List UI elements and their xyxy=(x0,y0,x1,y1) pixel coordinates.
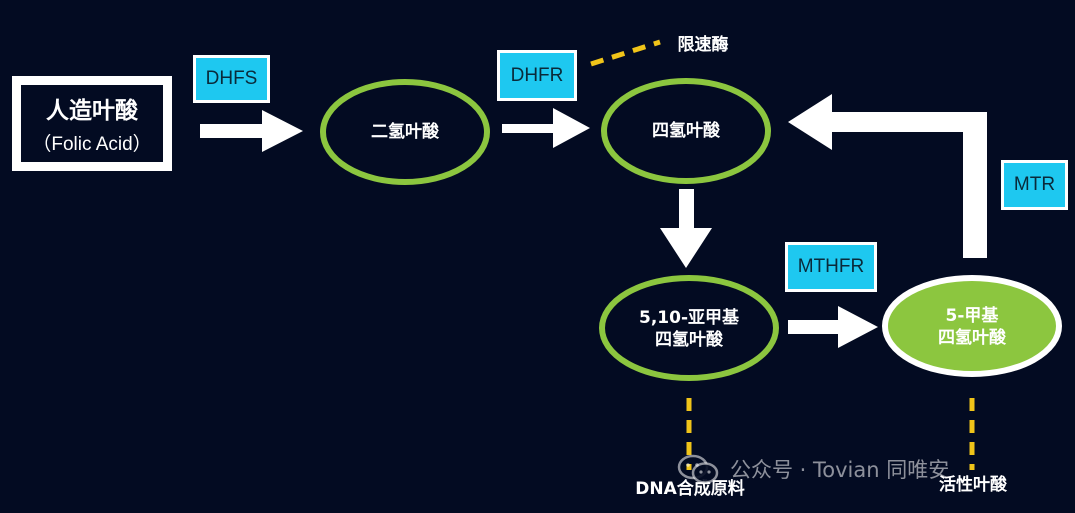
arrow-mtr-return xyxy=(788,94,987,258)
enzyme-dhfs: DHFS xyxy=(193,55,270,103)
methyl-thf-line2: 四氢叶酸 xyxy=(938,328,1006,348)
enzyme-mthfr: MTHFR xyxy=(785,242,877,292)
folic-acid-title: 人造叶酸 xyxy=(46,98,138,124)
dihydrofolate-label: 二氢叶酸 xyxy=(371,122,439,142)
methylene-thf-label: 5,10-亚甲基 四氢叶酸 xyxy=(609,306,769,352)
arrow-dhf-to-thf xyxy=(502,108,590,148)
rate-limiting-label: 限速酶 xyxy=(677,34,729,55)
active-folate-label: 活性叶酸 xyxy=(939,474,1007,495)
folic-acid-box: 人造叶酸 （Folic Acid） xyxy=(9,73,175,174)
arrow-folic-to-dhf xyxy=(200,110,303,152)
enzyme-dhfr: DHFR xyxy=(497,50,577,101)
watermark-text: 公众号 · Tovian 同唯安 xyxy=(730,458,950,482)
methylene-thf-line2: 四氢叶酸 xyxy=(655,330,723,350)
rate-limiting-dash xyxy=(590,39,661,67)
enzyme-mtr: MTR xyxy=(1001,160,1068,210)
methylene-thf-line1: 5,10-亚甲基 xyxy=(639,308,739,328)
methyl-thf-ring xyxy=(882,275,1062,377)
arrow-methylene-to-methyl xyxy=(788,306,878,348)
arrow-thf-to-methylene xyxy=(660,189,712,268)
tetrahydrofolate-label: 四氢叶酸 xyxy=(652,121,720,141)
methyl-thf-line1: 5-甲基 xyxy=(945,306,999,326)
methylene-thf-ring xyxy=(599,275,779,381)
methyl-thf-label: 5-甲基 四氢叶酸 xyxy=(892,304,1052,350)
dihydrofolate-ring xyxy=(320,79,490,185)
wechat-icon xyxy=(677,454,719,484)
tetrahydrofolate-ring xyxy=(601,78,771,184)
folic-acid-subtitle: （Folic Acid） xyxy=(32,134,152,155)
dna-synthesis-label: DNA合成原料 xyxy=(635,478,745,499)
watermark: 公众号 · Tovian 同唯安 xyxy=(676,452,1056,486)
